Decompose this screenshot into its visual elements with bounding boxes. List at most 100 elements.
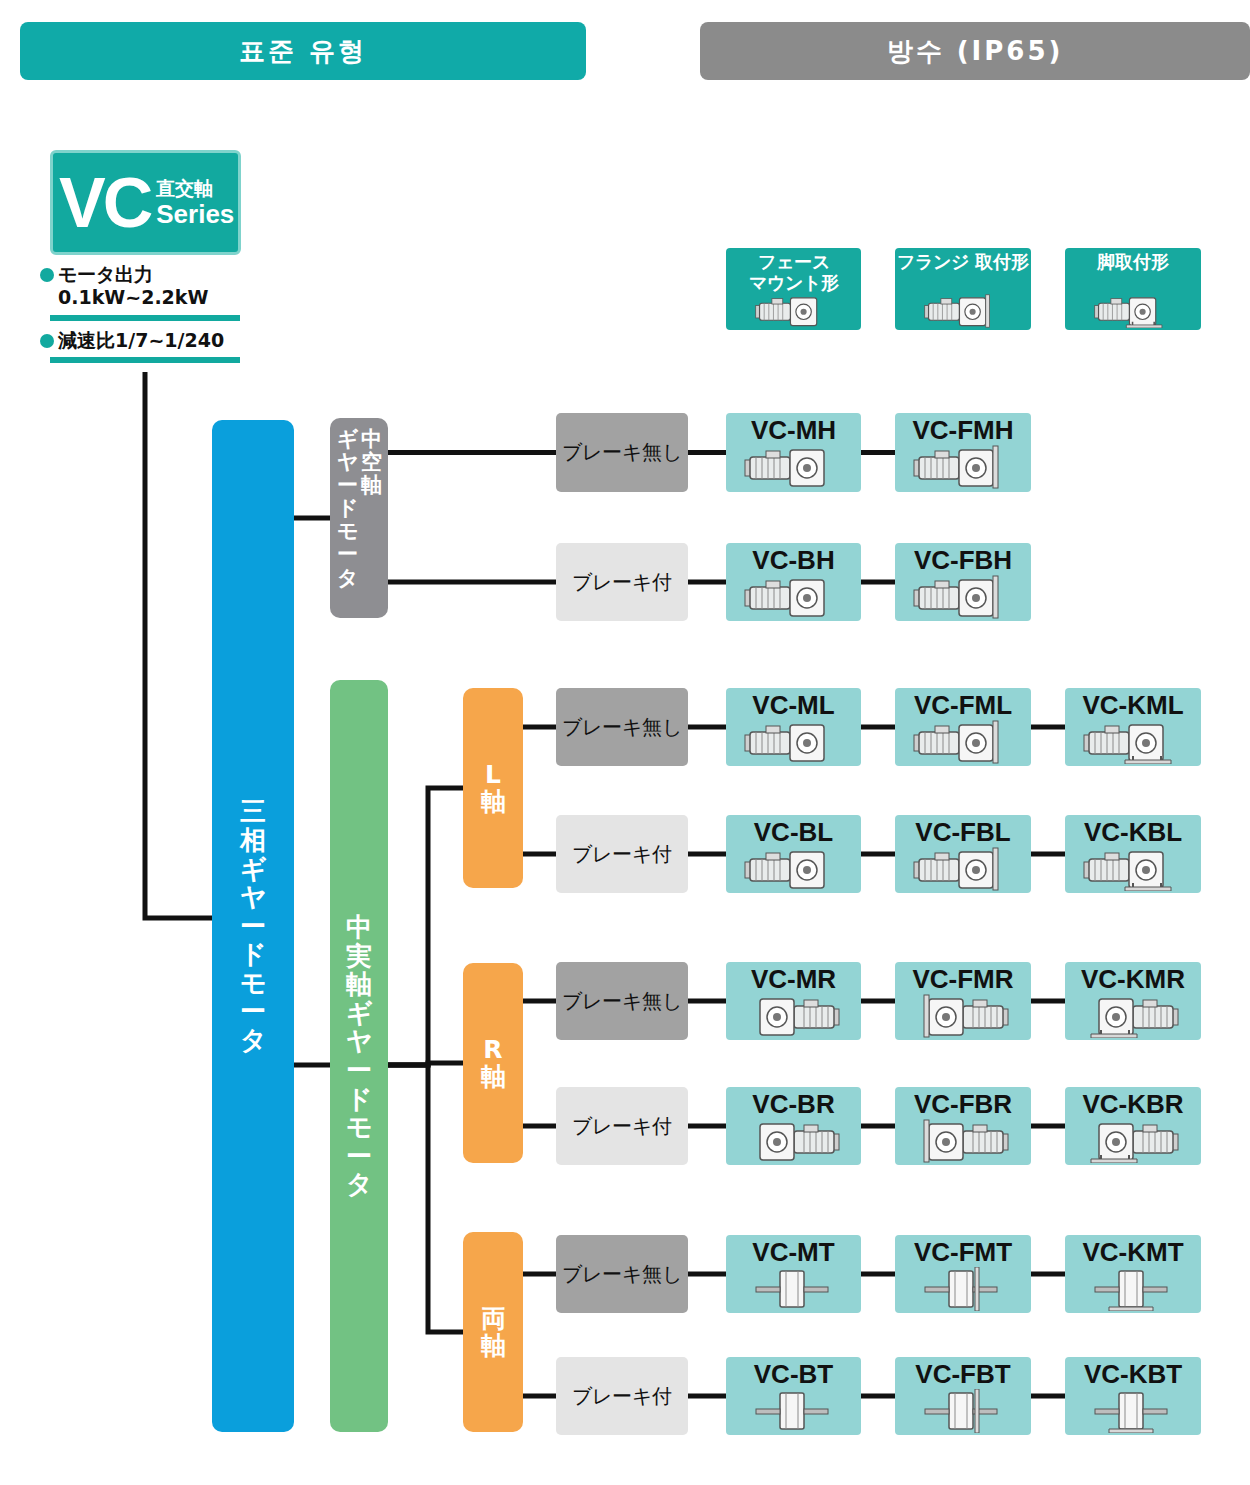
model-box: VC-FBT xyxy=(895,1357,1031,1435)
mount-type-header: フェース マウント形 xyxy=(726,248,861,330)
connector-line xyxy=(688,1394,726,1399)
model-code: VC-FMH xyxy=(895,416,1031,445)
brake-text: ブレーキ無し xyxy=(562,714,682,741)
model-box: VC-BT xyxy=(726,1357,861,1435)
brake-text: ブレーキ無し xyxy=(562,439,682,466)
motor-illustration xyxy=(1081,847,1181,891)
brake-text: ブレーキ無し xyxy=(562,988,682,1015)
model-code: VC-BT xyxy=(726,1360,861,1389)
model-box: VC-MR xyxy=(726,962,861,1040)
connector-line xyxy=(861,1124,895,1129)
motor-illustration xyxy=(1081,1267,1181,1311)
connector-line xyxy=(1031,1124,1065,1129)
connector-line xyxy=(1031,999,1065,1004)
model-code: VC-BL xyxy=(726,818,861,847)
motor-illustration xyxy=(911,994,1011,1038)
motor-illustration xyxy=(911,1267,1011,1311)
motor-illustration xyxy=(911,294,1011,328)
model-box: VC-KML xyxy=(1065,688,1201,766)
model-box: VC-MH xyxy=(726,413,861,492)
series-logo-column: 直交軸Series xyxy=(156,177,234,228)
model-code: VC-FMT xyxy=(895,1238,1031,1267)
vertical-label: 両軸 xyxy=(481,1305,506,1360)
motor-illustration xyxy=(911,575,1011,619)
motor-illustration xyxy=(1081,720,1181,764)
bullet-dot xyxy=(40,334,54,348)
connector-line xyxy=(861,725,895,730)
brake-option-box: ブレーキ付 xyxy=(556,815,688,893)
connector-line xyxy=(523,1124,556,1129)
model-box: VC-FML xyxy=(895,688,1031,766)
model-code: VC-MR xyxy=(726,965,861,994)
model-code: VC-KMR xyxy=(1065,965,1201,994)
model-code: VC-KBT xyxy=(1065,1360,1201,1389)
brake-text: ブレーキ付 xyxy=(572,1383,672,1410)
brake-option-box: ブレーキ無し xyxy=(556,962,688,1040)
motor-illustration xyxy=(742,294,842,328)
connector-line xyxy=(1031,1272,1065,1277)
model-code: VC-FBL xyxy=(895,818,1031,847)
model-code: VC-FMR xyxy=(895,965,1031,994)
motor-illustration xyxy=(742,1267,842,1311)
connector-line xyxy=(523,999,556,1004)
model-box: VC-FBL xyxy=(895,815,1031,893)
brake-option-box: ブレーキ無し xyxy=(556,688,688,766)
connector-line xyxy=(688,1124,726,1129)
connector-line xyxy=(1031,725,1065,730)
brake-text: ブレーキ付 xyxy=(572,1113,672,1140)
bullet-dot xyxy=(40,268,54,282)
shaft-type-box: R軸 xyxy=(463,963,523,1163)
vertical-label: 中空軸 xyxy=(361,428,382,497)
brake-option-box: ブレーキ無し xyxy=(556,413,688,492)
vertical-label: R軸 xyxy=(481,1036,506,1091)
connector-line xyxy=(294,1063,330,1068)
model-box: VC-KMT xyxy=(1065,1235,1201,1313)
model-code: VC-KML xyxy=(1065,691,1201,720)
connector-line xyxy=(688,999,726,1004)
model-code: VC-BH xyxy=(726,546,861,575)
connector-line xyxy=(145,372,212,918)
vertical-label: ギヤードモータ xyxy=(337,428,358,590)
motor-illustration xyxy=(742,445,842,489)
vertical-label: 三相ギヤードモータ xyxy=(240,797,266,1054)
motor-illustration xyxy=(742,1389,842,1433)
connector-line xyxy=(688,450,726,455)
model-code: VC-KBR xyxy=(1065,1090,1201,1119)
shaft-type-box: 両軸 xyxy=(463,1232,523,1432)
vertical-label: 中実軸ギヤードモータ xyxy=(346,913,372,1199)
spec-underline xyxy=(50,315,240,321)
connector-line xyxy=(861,1272,895,1277)
brake-option-box: ブレーキ付 xyxy=(556,543,688,621)
series-block: VC直交軸Seriesモータ出力 0.1kW~2.2kW減速比1/7~1/240 xyxy=(40,150,255,372)
brake-option-box: ブレーキ付 xyxy=(556,1357,688,1435)
connector-line xyxy=(861,450,895,455)
motor-type-band: 中空軸ギヤードモータ xyxy=(330,418,388,618)
motor-illustration xyxy=(742,994,842,1038)
connector-line xyxy=(861,580,895,585)
spec-text: 減速比1/7~1/240 xyxy=(58,329,224,352)
spec-underline xyxy=(50,357,240,363)
connector-line xyxy=(523,725,556,730)
model-code: VC-MT xyxy=(726,1238,861,1267)
model-code: VC-FBT xyxy=(895,1360,1031,1389)
motor-illustration xyxy=(742,1119,842,1163)
mount-type-header: 脚取付形 xyxy=(1065,248,1201,330)
shaft-type-box: L軸 xyxy=(463,688,523,888)
motor-illustration xyxy=(1081,294,1181,328)
model-box: VC-FMR xyxy=(895,962,1031,1040)
model-box: VC-KMR xyxy=(1065,962,1201,1040)
connector-line xyxy=(523,1394,556,1399)
model-box: VC-BH xyxy=(726,543,861,621)
connector-line xyxy=(688,852,726,857)
connector-line xyxy=(861,1394,895,1399)
connector-line xyxy=(688,580,726,585)
connector-line xyxy=(388,580,556,585)
model-box: VC-MT xyxy=(726,1235,861,1313)
connector-line xyxy=(861,852,895,857)
brake-text: ブレーキ付 xyxy=(572,841,672,868)
series-subtitle: Series xyxy=(156,200,234,229)
header-text: 脚取付形 xyxy=(1065,252,1201,273)
category-banner: 방수 (IP65) xyxy=(700,22,1250,80)
brake-option-box: ブレーキ無し xyxy=(556,1235,688,1313)
connector-line xyxy=(1031,852,1065,857)
